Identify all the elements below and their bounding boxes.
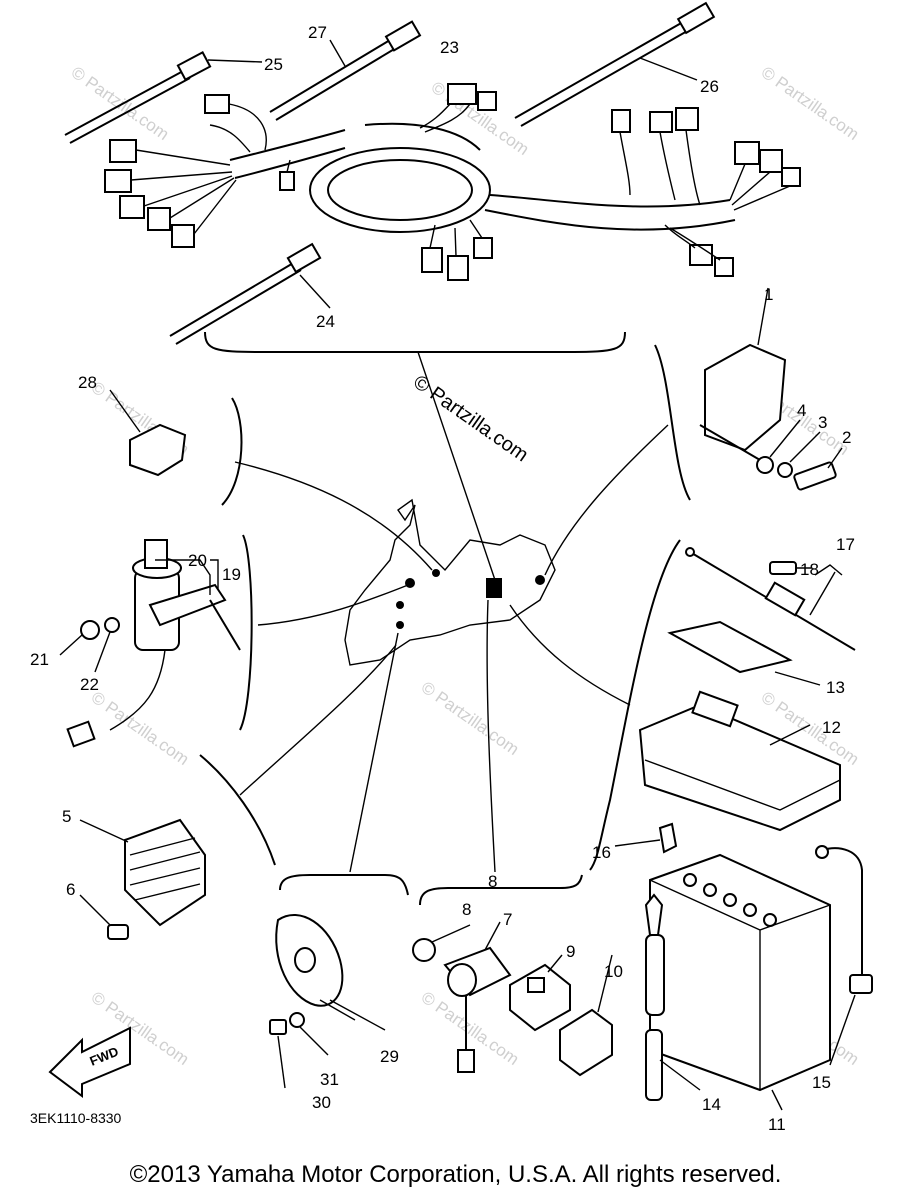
breather-hose-part xyxy=(644,893,701,1101)
copyright-notice: ©2013 Yamaha Motor Corporation, U.S.A. A… xyxy=(129,1161,782,1188)
watermark-text-main: © Partzilla.com xyxy=(409,371,532,466)
battery-band-part xyxy=(685,547,856,651)
group-bracket-1 xyxy=(654,344,691,501)
callout-23: 23 xyxy=(440,38,459,57)
watermark-text: © Partzilla.com xyxy=(88,688,193,769)
callout-12: 12 xyxy=(822,718,841,737)
main-switch-part xyxy=(59,539,241,748)
fwd-arrow-icon: FWD xyxy=(48,1026,131,1098)
callout-10: 10 xyxy=(604,962,623,981)
callout-1: 1 xyxy=(764,285,773,304)
watermark-text: © Partzilla.com xyxy=(68,63,173,144)
battery-cover-part xyxy=(638,690,841,832)
battery-pad-part xyxy=(667,620,821,686)
watermark-text: © Partzilla.com xyxy=(758,63,863,144)
callout-22: 22 xyxy=(80,675,99,694)
group-bracket-horn xyxy=(279,874,409,896)
fuse-cover-part xyxy=(109,389,187,477)
callout-28: 28 xyxy=(78,373,97,392)
callout-3: 3 xyxy=(818,413,827,432)
callout-13: 13 xyxy=(826,678,845,697)
cable-tie-24-part xyxy=(169,242,331,345)
callout-15: 15 xyxy=(812,1073,831,1092)
frame-outline-part xyxy=(344,498,556,666)
leader-lines xyxy=(234,351,669,873)
harness-group-bracket xyxy=(204,331,626,353)
callout-30: 30 xyxy=(312,1093,331,1112)
callout-4: 4 xyxy=(797,401,806,420)
horn-part xyxy=(269,914,386,1089)
cable-tie-27-part xyxy=(269,20,422,121)
callout-5: 5 xyxy=(62,807,71,826)
cable-tie-26-part xyxy=(514,1,716,127)
callout-14: 14 xyxy=(702,1095,721,1114)
callout-20: 20 xyxy=(188,551,207,570)
callout-9: 9 xyxy=(566,942,575,961)
callout-2: 2 xyxy=(842,428,851,447)
callout-25: 25 xyxy=(264,55,283,74)
group-bracket-rectifier xyxy=(199,754,276,866)
relay-8-part xyxy=(412,924,471,962)
callout-19: 19 xyxy=(222,565,241,584)
cable-tie-25-part xyxy=(64,51,263,144)
callout-18: 18 xyxy=(800,560,819,579)
callout-17: 17 xyxy=(836,535,855,554)
diagram-code: 3EK1110-8330 xyxy=(30,1110,122,1126)
callout-7: 7 xyxy=(503,910,512,929)
battery-part xyxy=(649,853,831,1111)
parts-diagram: © Partzilla.com © Partzilla.com © Partzi… xyxy=(30,1,873,1134)
callout-6: 6 xyxy=(66,880,75,899)
watermark-text: © Partzilla.com xyxy=(428,78,533,159)
battery-cable-part xyxy=(815,845,873,1066)
group-bracket-28 xyxy=(221,397,243,506)
watermark-text: © Partzilla.com xyxy=(418,678,523,759)
relay-9-part xyxy=(509,954,571,1032)
cdi-unit-part xyxy=(699,287,843,491)
callout-21: 21 xyxy=(30,650,49,669)
relay-10-part xyxy=(559,954,613,1077)
wire-harness-part xyxy=(104,83,801,281)
callout-29: 29 xyxy=(380,1047,399,1066)
callout-8-group: 8 xyxy=(488,872,497,891)
callout-26: 26 xyxy=(700,77,719,96)
group-bracket-right xyxy=(589,539,681,871)
group-bracket-19 xyxy=(239,534,253,731)
callouts: 1 2 3 4 5 6 7 8 8 9 10 11 12 13 14 15 16… xyxy=(30,23,855,1134)
callout-8: 8 xyxy=(462,900,471,919)
relay-7-part xyxy=(443,921,512,1073)
callout-27: 27 xyxy=(308,23,327,42)
callout-24: 24 xyxy=(316,312,335,331)
group-bracket-relays xyxy=(419,874,583,906)
callout-11: 11 xyxy=(768,1115,786,1134)
callout-16: 16 xyxy=(592,843,611,862)
callout-31: 31 xyxy=(320,1070,339,1089)
battery-clip-part xyxy=(614,822,678,854)
rectifier-part xyxy=(79,818,206,940)
